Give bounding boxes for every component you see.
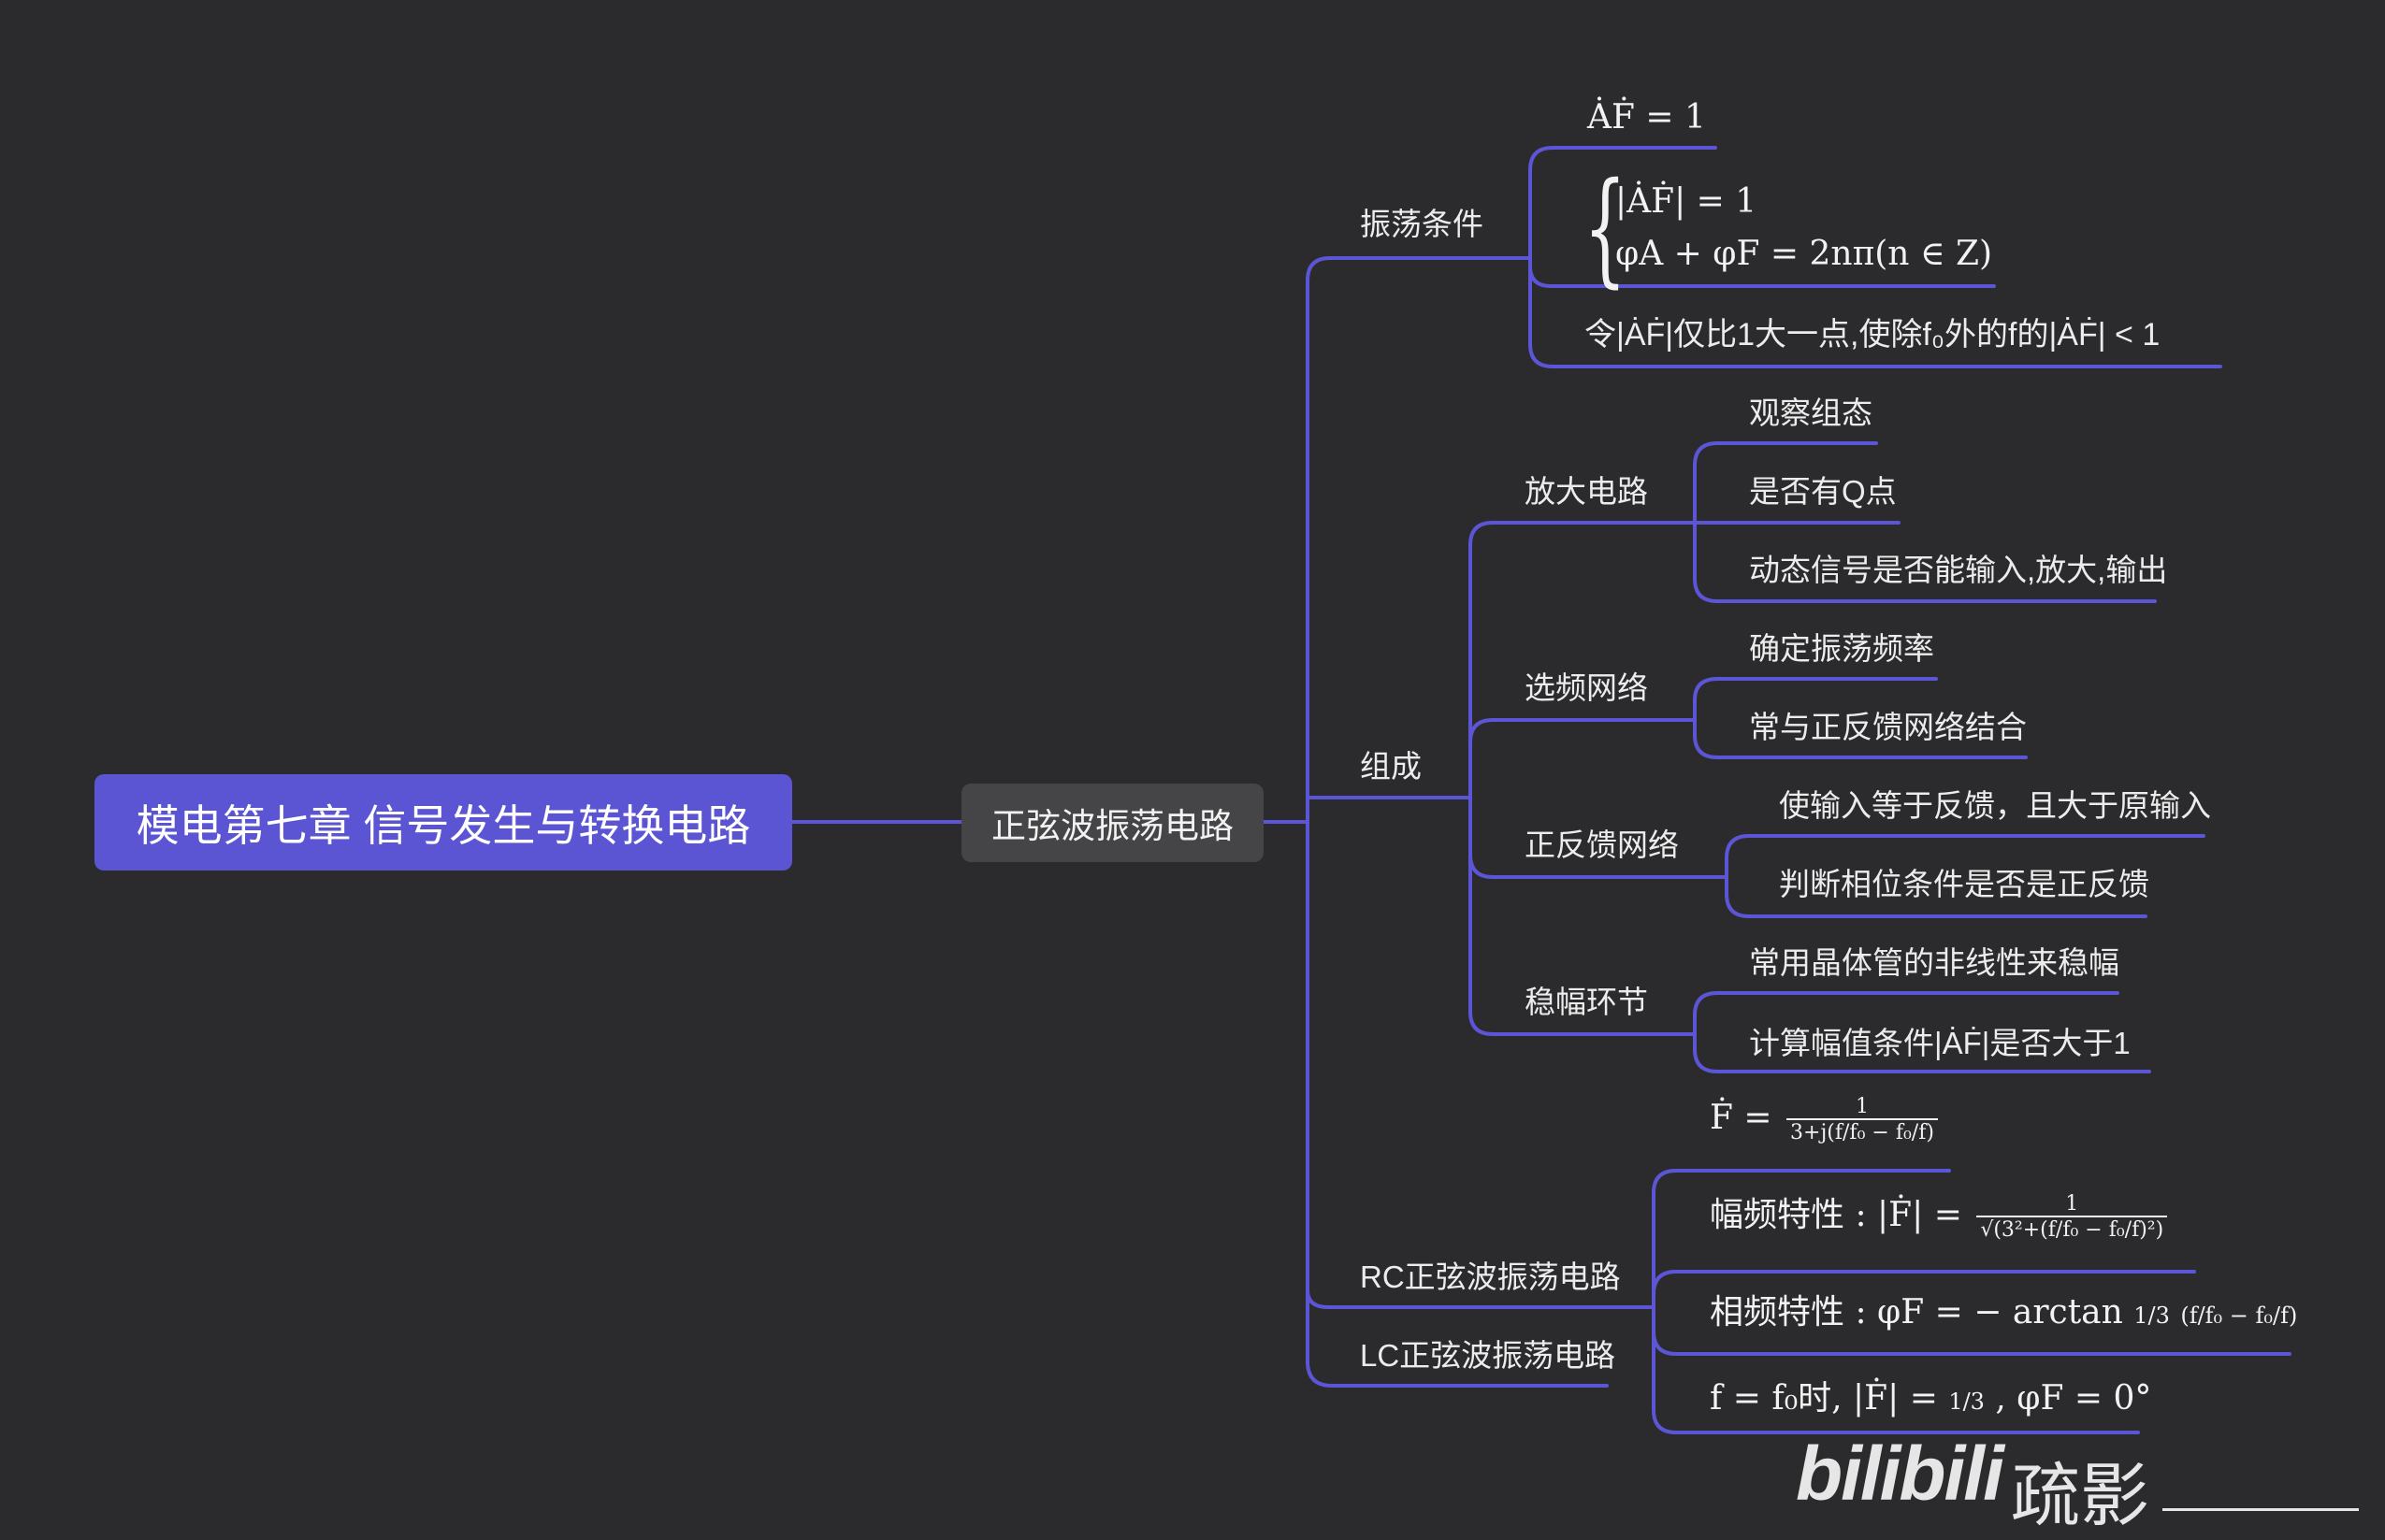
formula-phase-tail: (f/f₀ − f₀/f) [2180,1303,2298,1329]
brace-icon: { [1583,156,1627,300]
item-observe-configuration[interactable]: 观察组态 [1749,396,1872,430]
topic-frequency-selective-network[interactable]: 选频网络 [1525,670,1648,705]
topic-rc-oscillator[interactable]: RC正弦波振荡电路 [1360,1259,1621,1294]
note-startup-condition: 令|ȦḞ|仅比1大一点,使除f₀外的f的|ȦḞ| < 1 [1584,317,2161,353]
formula-cond-a: f = f₀时, [1710,1379,1843,1418]
fraction: 1 3+j(f/f₀ − f₀/f) [1786,1095,1938,1144]
item-transistor-nonlinearity[interactable]: 常用晶体管的非线性来稳幅 [1749,945,2119,980]
topic-composition[interactable]: 组成 [1360,749,1422,784]
formula-af-equals-1: ȦḞ = 1 [1587,98,1706,137]
formula-amplitude-frequency: 幅频特性 : |Ḟ| = 1 √(3²+(f/f₀ − f₀/f)²) [1710,1192,2171,1242]
fraction-numerator: 1 [1855,1095,1869,1118]
formula-f-lhs: Ḟ = [1710,1099,1772,1138]
trunk-line [1306,256,1532,282]
formula-magnitude-condition: |ȦḞ| = 1 [1615,182,1757,221]
item-input-equals-feedback[interactable]: 使输入等于反馈，且大于原输入 [1779,788,2211,823]
topic-amplifier-circuit[interactable]: 放大电路 [1525,474,1648,509]
formula-phase-fraction: 1/3 [2133,1303,2170,1329]
item-phase-condition-check[interactable]: 判断相位条件是否是正反馈 [1779,867,2149,901]
root-node[interactable]: 模电第七章 信号发生与转换电路 [94,774,792,871]
item-determine-frequency[interactable]: 确定振荡频率 [1749,631,1934,666]
formula-feedback-coefficient: Ḟ = 1 3+j(f/f₀ − f₀/f) [1710,1095,1942,1144]
formula-phase-text: 相频特性 : φF = − arctan [1710,1293,2123,1331]
bilibili-logo: bilibili [1796,1432,2004,1517]
watermark-underline [2162,1508,2359,1511]
fraction: 1 √(3²+(f/f₀ − f₀/f)²) [1976,1192,2168,1242]
topic-oscillation-condition[interactable]: 振荡条件 [1360,207,1483,241]
item-dynamic-signal[interactable]: 动态信号是否能输入,放大,输出 [1749,553,2168,587]
fraction-denominator: 3+j(f/f₀ − f₀/f) [1786,1118,1938,1144]
formula-mag-text: 幅频特性 : |Ḟ| = [1710,1196,1962,1235]
topic-positive-feedback-network[interactable]: 正反馈网络 [1525,828,1679,862]
formula-phase-condition: φA + φF = 2nπ(n ∈ Z) [1615,235,1993,273]
formula-cond-c: , φF = 0° [1995,1379,2152,1418]
main-topic-node[interactable]: 正弦波振荡电路 [961,784,1264,862]
item-combined-with-feedback[interactable]: 常与正反馈网络结合 [1749,710,2027,744]
formula-cond-b: |Ḟ| = [1853,1379,1938,1418]
item-amplitude-condition[interactable]: 计算幅值条件|ȦḞ|是否大于1 [1749,1026,2131,1060]
formula-phase-frequency: 相频特性 : φF = − arctan 1/3 (f/f₀ − f₀/f) [1710,1292,2297,1332]
topic-lc-oscillator[interactable]: LC正弦波振荡电路 [1360,1338,1616,1373]
fraction-numerator: 1 [2065,1192,2079,1216]
formula-cond-fraction: 1/3 [1948,1389,1985,1415]
formula-resonance-condition: f = f₀时, |Ḟ| = 1/3 , φF = 0° [1710,1378,2151,1418]
fraction-denominator: √(3²+(f/f₀ − f₀/f)²) [1976,1216,2168,1242]
item-q-point[interactable]: 是否有Q点 [1749,474,1897,509]
watermark-author: 疏影 [2011,1457,2149,1534]
topic-amplitude-stabilization[interactable]: 稳幅环节 [1525,985,1648,1019]
